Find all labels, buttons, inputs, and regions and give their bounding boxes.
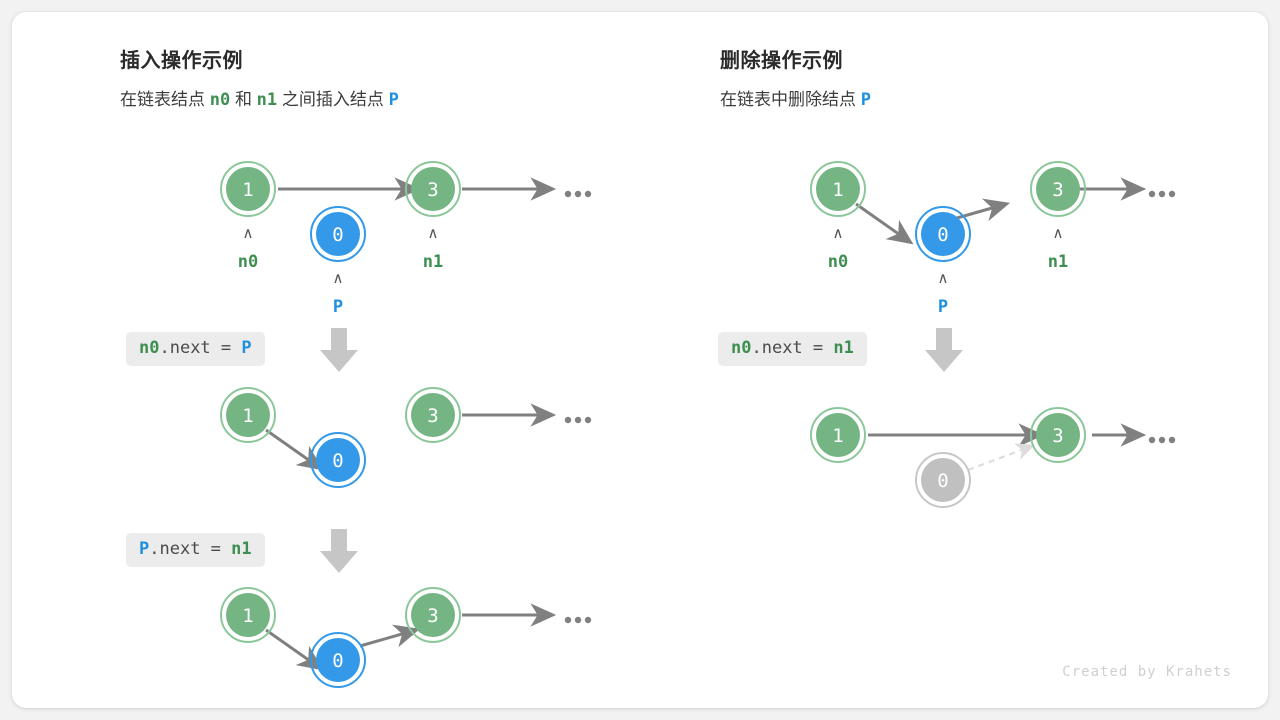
ellipsis-dots: [564, 616, 592, 624]
node-1: 1: [810, 407, 866, 463]
node-1: 1: [810, 161, 866, 217]
svg-text:0: 0: [332, 224, 343, 246]
svg-text:3: 3: [427, 605, 438, 627]
node-0: 0: [310, 206, 366, 262]
insert-step1-diagram: 1 ∧ n0 0 ∧ P 3 ∧ n1: [220, 161, 592, 317]
watermark-credit: Created by Krahets: [1062, 664, 1232, 680]
node-3: 3: [405, 387, 461, 443]
insert-panel: 插入操作示例 在链表结点 n0 和 n1 之间插入结点 P: [120, 44, 399, 110]
token-blue: P: [388, 90, 399, 110]
token-plain: .next =: [751, 338, 834, 358]
node-0: 0: [915, 206, 971, 262]
delete-code-step1: n0.next = n1: [718, 332, 867, 366]
token-green: n1: [833, 338, 854, 358]
delete-step1-diagram: 1 ∧ n0 0 ∧ P 3 ∧ n1: [810, 161, 1176, 317]
token-green: n1: [256, 90, 278, 110]
svg-text:3: 3: [1052, 425, 1063, 447]
delete-panel-subtitle: 在链表中删除结点 P: [720, 85, 871, 110]
node-0: 0: [310, 632, 366, 688]
svg-text:0: 0: [332, 650, 343, 672]
token-blue: P: [241, 338, 252, 358]
svg-text:0: 0: [937, 224, 948, 246]
delete-arrow-down-1: [925, 328, 963, 372]
token-green: n0: [139, 338, 160, 358]
delete-panel-title: 删除操作示例: [720, 50, 843, 72]
token-plain: 之间插入结点: [277, 90, 389, 109]
token-green: n0: [209, 90, 231, 110]
node-1: 1: [220, 161, 276, 217]
token-plain: 在链表结点: [120, 90, 210, 109]
token-blue: P: [139, 539, 150, 559]
diagram-card: 插入操作示例 在链表结点 n0 和 n1 之间插入结点 P: [12, 12, 1268, 708]
delete-panel: 删除操作示例 在链表中删除结点 P: [720, 44, 871, 110]
node-3: 3: [1030, 407, 1086, 463]
insert-code-step2: P.next = n1: [126, 533, 265, 567]
insert-step2-diagram: 1 0 3: [220, 387, 592, 488]
token-plain: .next =: [149, 539, 232, 559]
token-plain: 在链表中删除结点: [720, 90, 861, 109]
svg-text:0: 0: [937, 470, 948, 492]
node-3: 3: [1030, 161, 1086, 217]
ellipsis-dots: [1148, 436, 1176, 444]
delete-step2-diagram: 1 0 3: [810, 407, 1176, 508]
token-plain: .next =: [159, 338, 242, 358]
svg-text:1: 1: [242, 605, 253, 627]
node-3: 3: [405, 587, 461, 643]
caret-p: ∧: [938, 269, 949, 287]
svg-text:3: 3: [427, 405, 438, 427]
insert-arrow-down-1: [320, 328, 358, 372]
pointer-label-n1: n1: [423, 252, 443, 272]
svg-text:3: 3: [1052, 179, 1063, 201]
pointer-label-n1: n1: [1048, 252, 1068, 272]
svg-text:1: 1: [242, 405, 253, 427]
node-1: 1: [220, 587, 276, 643]
node-0-deleted: 0: [915, 452, 971, 508]
svg-text:1: 1: [832, 425, 843, 447]
token-green: n0: [731, 338, 752, 358]
ellipsis-dots: [1148, 190, 1176, 198]
token-blue: P: [860, 90, 871, 110]
caret-p: ∧: [333, 269, 344, 287]
svg-text:1: 1: [242, 179, 253, 201]
ellipsis-dots: [564, 190, 592, 198]
caret-n0: ∧: [243, 224, 254, 242]
caret-n0: ∧: [833, 224, 844, 242]
pointer-label-p: P: [938, 297, 948, 317]
svg-text:1: 1: [832, 179, 843, 201]
svg-text:0: 0: [332, 450, 343, 472]
insert-step3-diagram: 1 0 3: [220, 587, 592, 688]
token-plain: 和: [230, 90, 257, 109]
ellipsis-dots: [564, 416, 592, 424]
caret-n1: ∧: [428, 224, 439, 242]
pointer-label-n0: n0: [238, 252, 258, 272]
node-0: 0: [310, 432, 366, 488]
svg-text:3: 3: [427, 179, 438, 201]
caret-n1: ∧: [1053, 224, 1064, 242]
insert-code-step1: n0.next = P: [126, 332, 265, 366]
node-1: 1: [220, 387, 276, 443]
insert-panel-title: 插入操作示例: [120, 50, 243, 72]
insert-arrow-down-2: [320, 529, 358, 573]
insert-panel-subtitle: 在链表结点 n0 和 n1 之间插入结点 P: [120, 85, 399, 110]
pointer-label-n0: n0: [828, 252, 848, 272]
token-green: n1: [231, 539, 252, 559]
node-3: 3: [405, 161, 461, 217]
pointer-label-p: P: [333, 297, 343, 317]
